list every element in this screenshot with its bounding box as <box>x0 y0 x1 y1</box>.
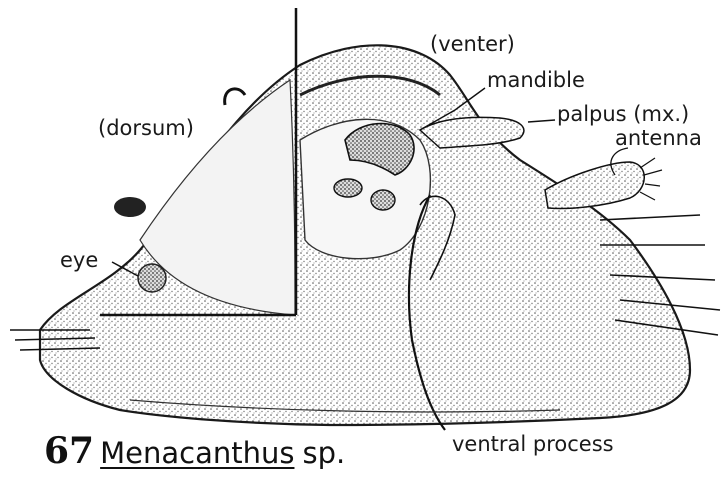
appendage-1 <box>334 179 362 197</box>
dark-lobe <box>114 197 146 217</box>
dorsal-knob <box>225 89 245 105</box>
label-palpus: palpus (mx.) <box>557 104 689 125</box>
appendage-2 <box>371 190 395 210</box>
species-abbrev: sp. <box>302 436 345 470</box>
label-ventral-process: ventral process <box>452 434 614 455</box>
label-mandible: mandible <box>487 70 585 91</box>
palpus-leader <box>528 120 555 122</box>
antenna-shape <box>545 162 644 209</box>
label-venter: (venter) <box>430 34 515 55</box>
eye-spot <box>138 264 166 292</box>
genus-name: Menacanthus <box>100 436 294 470</box>
label-antenna: antenna <box>615 128 702 149</box>
label-eye: eye <box>60 250 98 271</box>
figure-number: 67 <box>44 430 94 472</box>
label-dorsum: (dorsum) <box>98 118 194 139</box>
